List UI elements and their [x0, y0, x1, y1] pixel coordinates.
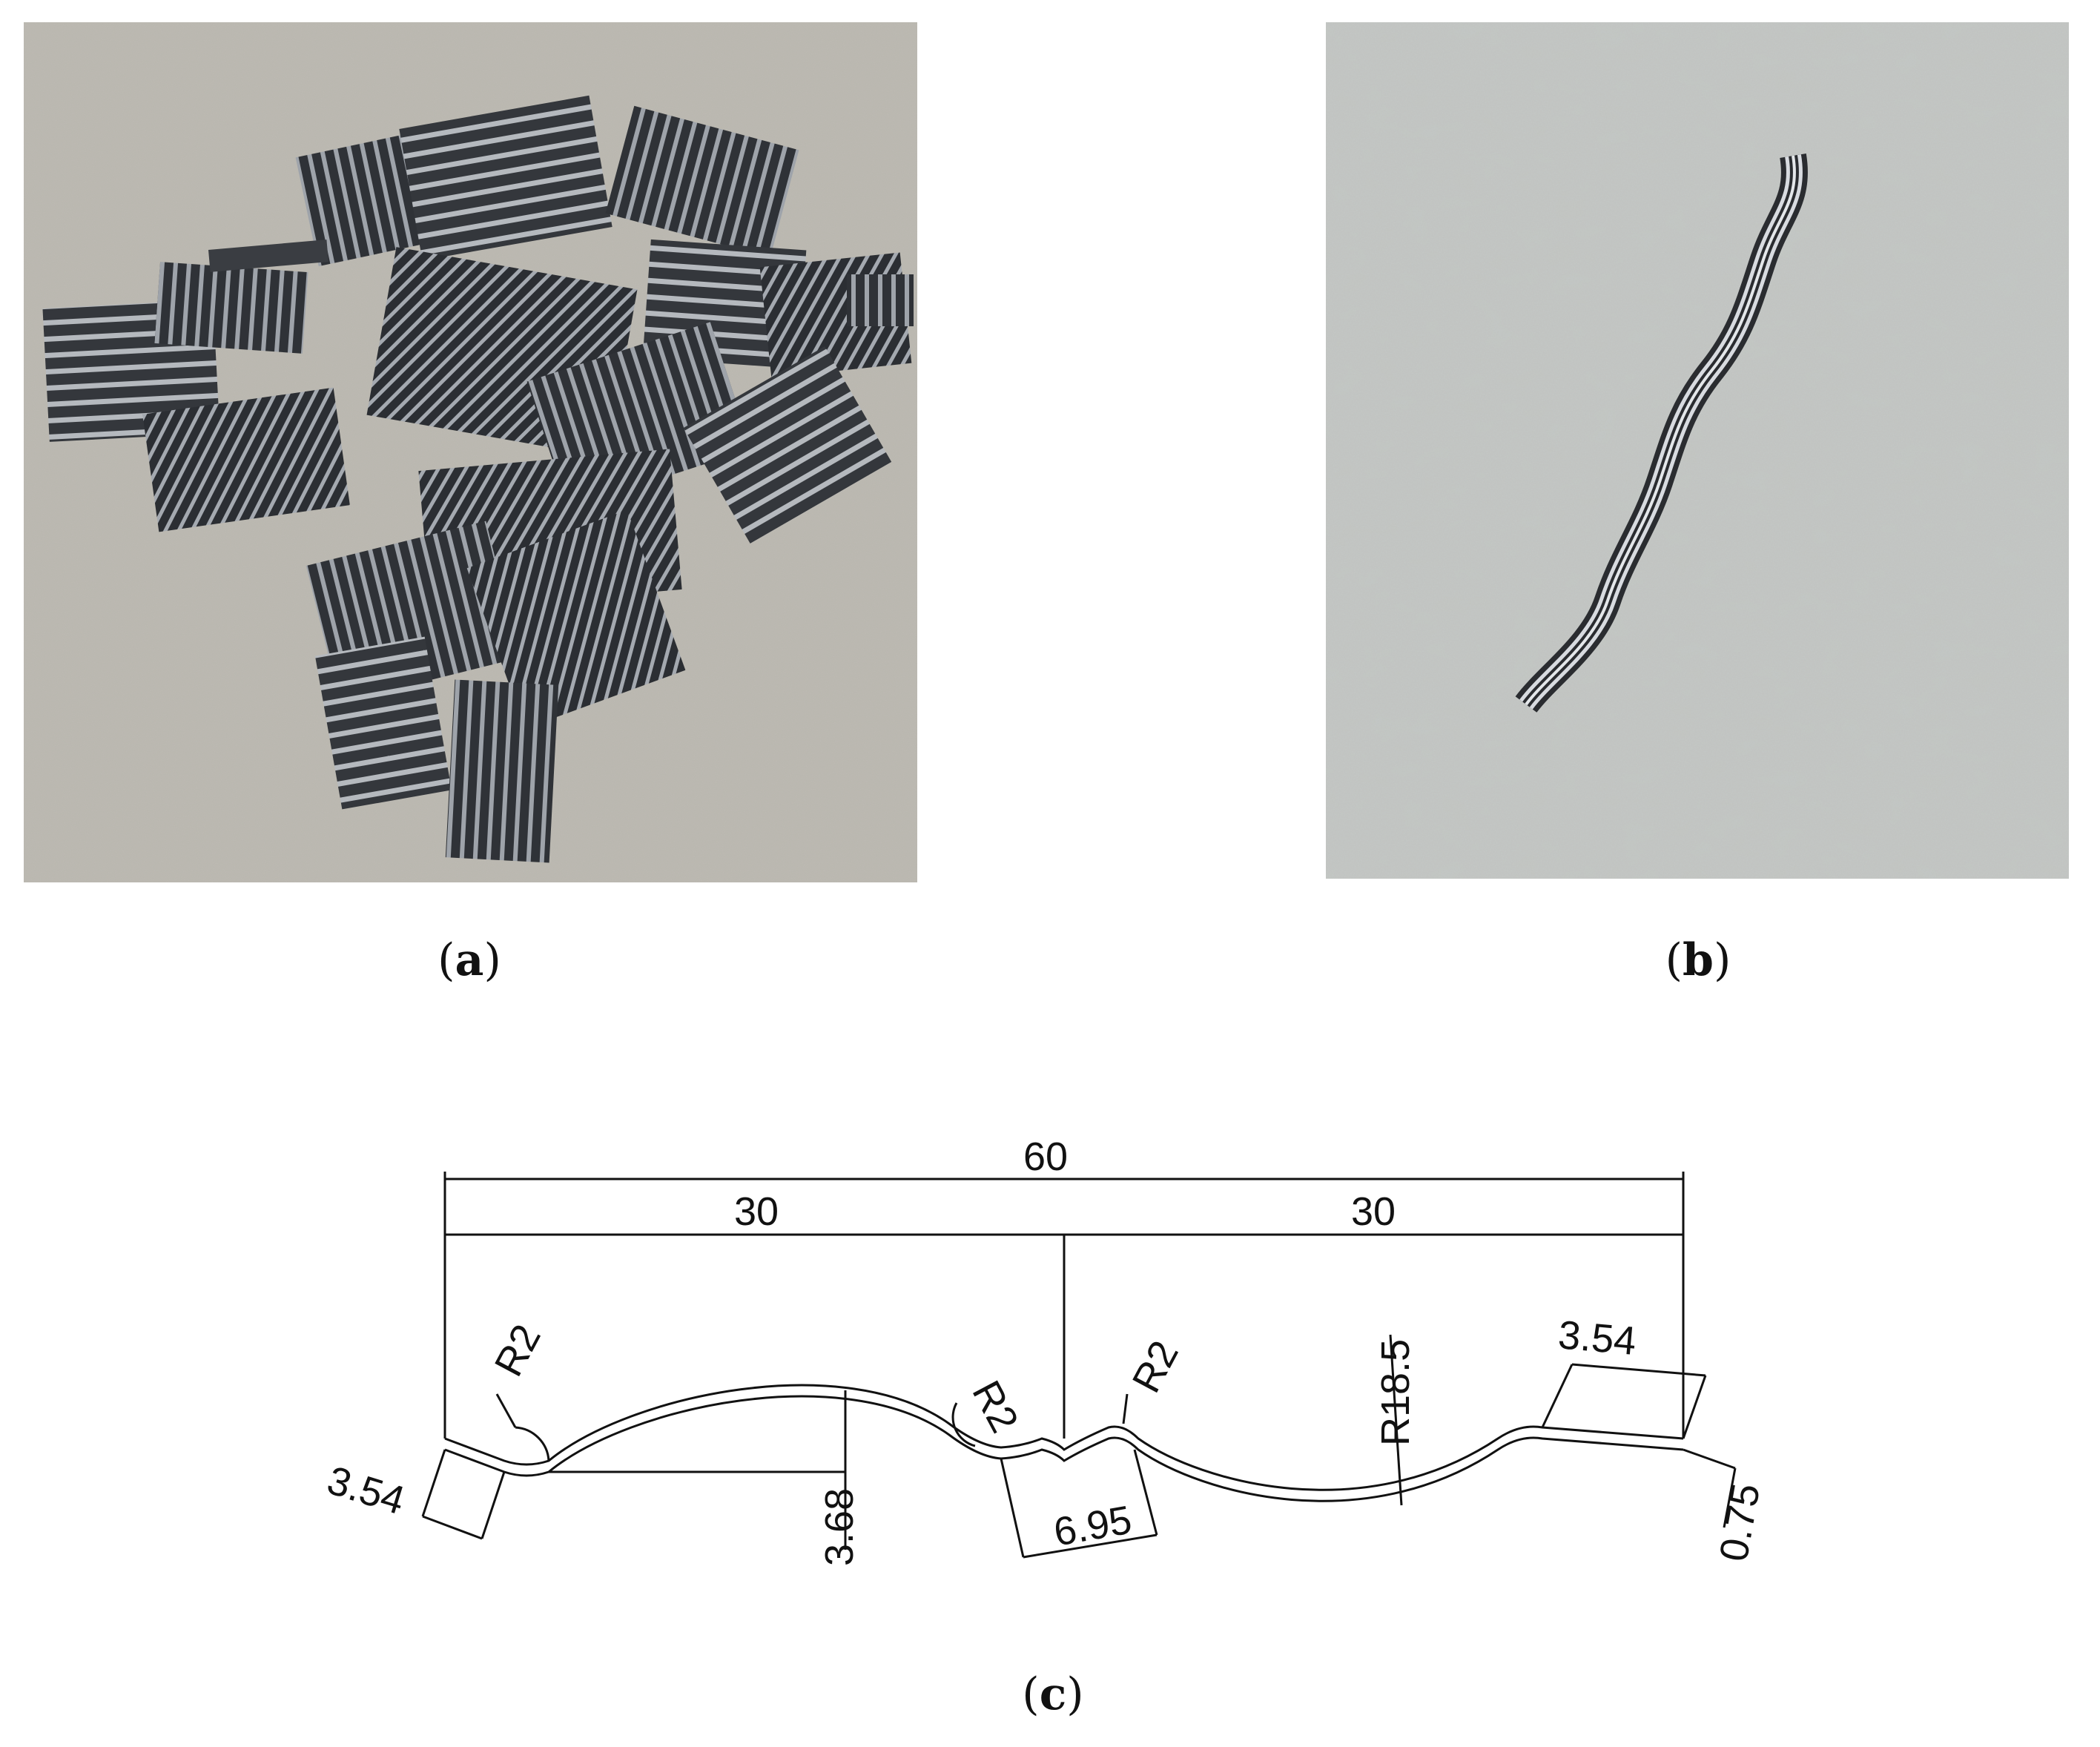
fiber-strips-group [42, 95, 914, 863]
radius-left-end: R2 [486, 1318, 549, 1384]
width-left: 3.54 [322, 1458, 409, 1523]
caption-a: (a) [438, 934, 501, 986]
photo-a-illustration [24, 22, 917, 882]
dim-left-half: 30 [734, 1189, 779, 1234]
photo-steel-fiber-pile [24, 22, 917, 882]
crimped-fiber [1515, 153, 1808, 713]
photo-b-illustration [1326, 22, 2069, 879]
depth-left-arc: 3.68 [817, 1488, 862, 1566]
radius-mid-right: R2 [1124, 1334, 1187, 1400]
drawing-svg: 60 30 30 R2 R2 R2 R18.5 3.54 3.54 3.68 6… [322, 1135, 1769, 1566]
thickness: 0.75 [1711, 1480, 1769, 1565]
fiber-profile-drawing: 60 30 30 R2 R2 R2 R18.5 3.54 3.54 3.68 6… [311, 1112, 1794, 1594]
dim-right-half: 30 [1351, 1189, 1396, 1234]
caption-c: (c) [1022, 1668, 1084, 1720]
photo-single-fiber [1326, 22, 2069, 879]
radius-large: R18.5 [1373, 1339, 1418, 1446]
dim-total: 60 [1023, 1135, 1068, 1179]
caption-b: (b) [1665, 934, 1731, 986]
width-right: 3.54 [1556, 1312, 1638, 1364]
pitch-mid: 6.95 [1051, 1497, 1135, 1554]
radius-mid-left: R2 [963, 1373, 1026, 1439]
